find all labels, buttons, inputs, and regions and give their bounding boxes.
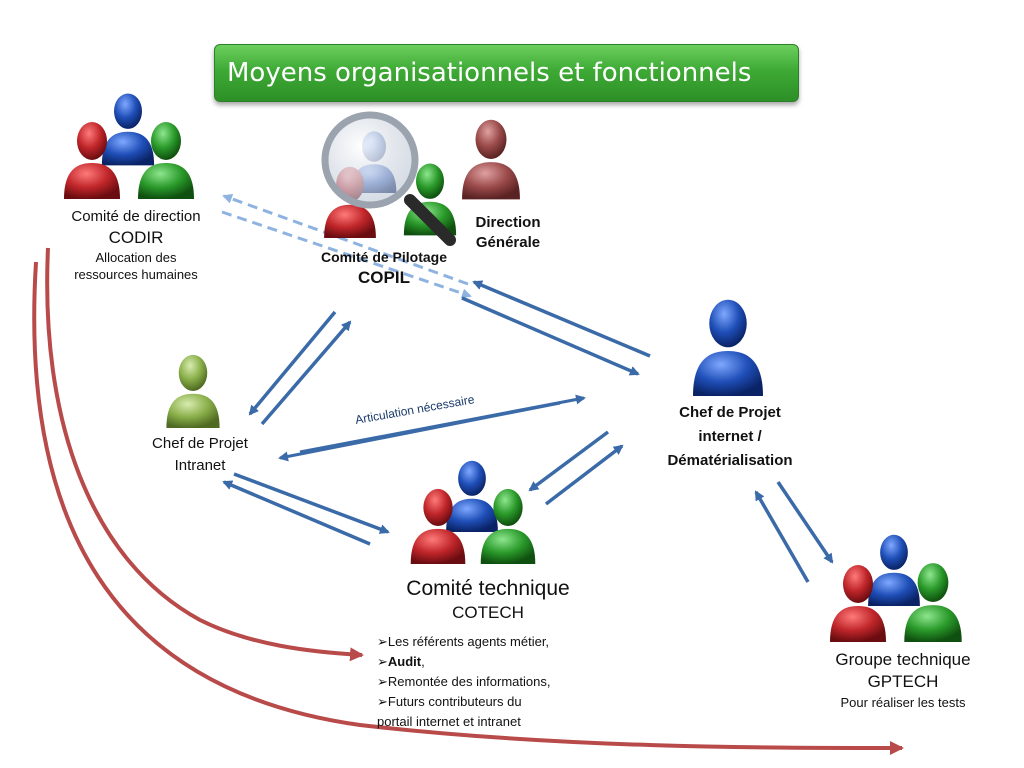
direction-line2: Générale bbox=[475, 234, 541, 251]
list-item: ➢Audit, bbox=[377, 654, 425, 669]
list-item: ➢Les référents agents métier, bbox=[377, 634, 550, 649]
cotech-bullet-list: ➢Les référents agents métier, ➢Audit, ➢R… bbox=[377, 632, 551, 732]
cp-internet-person-icon bbox=[693, 299, 763, 396]
gptech-title: Groupe technique bbox=[835, 650, 971, 669]
cp-intranet-person-icon bbox=[166, 354, 220, 428]
cp-intranet-line2: Intranet bbox=[174, 457, 226, 474]
codir-acronym: CODIR bbox=[108, 228, 164, 247]
cotech-label: Comité technique COTECH bbox=[378, 576, 598, 624]
red-curve-arrow-cotech bbox=[45, 247, 364, 662]
codir-group-icon bbox=[64, 93, 194, 199]
arrow-intranet-to-cotech bbox=[233, 472, 390, 534]
cotech-acronym: COTECH bbox=[452, 603, 524, 622]
direction-person-icon bbox=[462, 119, 520, 200]
arrow-articulation-left bbox=[278, 401, 561, 462]
list-item: ➢Futurs contributeurs du bbox=[377, 694, 522, 709]
cotech-group-icon bbox=[410, 460, 536, 564]
direction-label: Direction Générale bbox=[462, 213, 554, 253]
copil-label: Comité de Pilotage COPIL bbox=[300, 247, 468, 289]
list-item: portail internet et intranet bbox=[377, 714, 521, 729]
title-banner: Moyens organisationnels et fonctionnels bbox=[214, 44, 799, 102]
gptech-desc: Pour réaliser les tests bbox=[840, 695, 966, 710]
cp-internet-label: Chef de Projet internet / Dématérialisat… bbox=[640, 401, 820, 473]
cp-intranet-label: Chef de Projet Intranet bbox=[120, 433, 280, 477]
cp-internet-line2: internet / bbox=[698, 428, 762, 445]
gptech-label: Groupe technique GPTECH Pour réaliser le… bbox=[800, 649, 1006, 713]
codir-label: Comité de direction CODIR Allocation des… bbox=[40, 207, 232, 283]
arrow-cotech-to-intranet bbox=[222, 480, 371, 546]
cp-intranet-line1: Chef de Projet bbox=[152, 435, 248, 452]
gptech-group-icon bbox=[830, 534, 962, 642]
dashed-arrow-cp-to-codir bbox=[222, 194, 469, 286]
gptech-acronym: GPTECH bbox=[867, 672, 939, 691]
arrow-gptech-to-cp bbox=[754, 490, 810, 583]
dashed-arrow-codir-to-cp bbox=[221, 210, 472, 299]
arrow-cp-to-cotech bbox=[528, 430, 610, 492]
direction-line1: Direction bbox=[475, 214, 541, 231]
red-curve-arrow-gptech bbox=[32, 261, 904, 755]
arrow-copil-to-intranet bbox=[248, 310, 337, 416]
arrow-copil-to-cp bbox=[461, 296, 640, 376]
list-item: ➢Remontée des informations, bbox=[377, 674, 551, 689]
magnifier-icon bbox=[321, 111, 456, 246]
page-title: Moyens organisationnels et fonctionnels bbox=[227, 58, 752, 88]
codir-title: Comité de direction bbox=[71, 208, 201, 225]
copil-title: Comité de Pilotage bbox=[320, 249, 448, 265]
cotech-title: Comité technique bbox=[406, 577, 570, 600]
copil-acronym: COPIL bbox=[358, 268, 410, 287]
cp-internet-line3: Dématérialisation bbox=[667, 452, 793, 469]
arrow-cp-to-copil bbox=[472, 280, 651, 358]
cp-internet-line1: Chef de Projet bbox=[679, 404, 781, 421]
codir-desc-1: Allocation des bbox=[95, 250, 177, 265]
arrow-intranet-to-copil bbox=[260, 320, 352, 426]
arrow-cp-to-gptech bbox=[776, 481, 834, 564]
codir-desc-2: ressources humaines bbox=[74, 267, 198, 282]
arrow-cotech-to-cp bbox=[544, 444, 624, 506]
